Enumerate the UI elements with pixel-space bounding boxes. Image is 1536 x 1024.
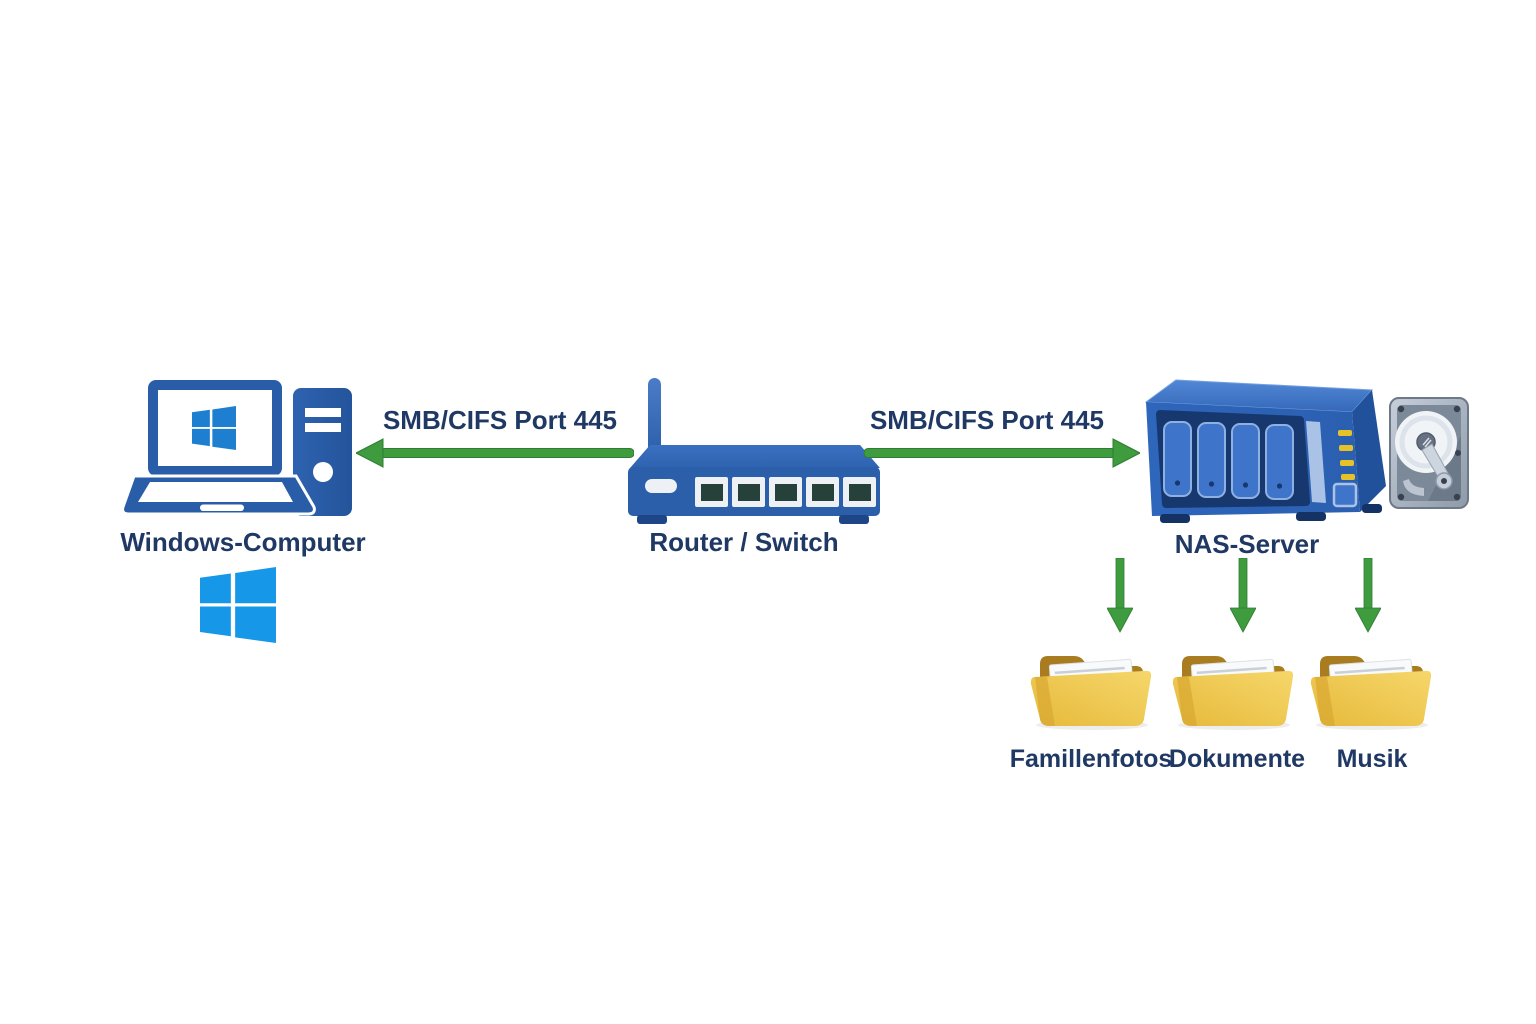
router-foot [839, 515, 869, 524]
laptop-touchpad [200, 504, 244, 511]
laptop-screen [148, 380, 282, 476]
folder-icon [1310, 656, 1432, 730]
folder-icon [1030, 656, 1152, 730]
computer-label: Windows-Computer [120, 527, 366, 557]
arrow-right-icon [864, 438, 1140, 468]
tower-slot [305, 408, 341, 417]
folder-icon [1172, 656, 1294, 730]
nas-light-strip [1306, 421, 1326, 503]
router-icon [628, 378, 880, 524]
windows-logo-icon [200, 567, 276, 643]
ethernet-ports [695, 477, 876, 507]
folder-label-familienfotos: Famillenfotos [1009, 745, 1173, 773]
arrow-down-icon [1107, 558, 1133, 633]
nas-foot [1160, 514, 1190, 523]
hard-drive-icon [1389, 397, 1469, 509]
tower-power-button-icon [313, 462, 333, 482]
nas-foot [1362, 504, 1382, 513]
smb-left-label: SMB/CIFS Port 445 [382, 405, 618, 435]
status-leds [1338, 430, 1355, 480]
folder-label-dokumente: Dokumente [1168, 745, 1306, 773]
windows-logo-on-screen-icon [192, 406, 236, 450]
hdd-lower-detail [1403, 479, 1424, 496]
nas-label: NAS-Server [1174, 529, 1320, 559]
hdd-screws [1397, 405, 1461, 501]
nas-foot [1296, 512, 1326, 521]
laptop-and-tower-icon [121, 380, 352, 516]
router-led-pill [645, 479, 677, 493]
arrow-left-icon [356, 438, 634, 468]
nas-side [1352, 390, 1386, 512]
smb-right-label: SMB/CIFS Port 445 [869, 405, 1105, 435]
folder-label-musik: Musik [1336, 745, 1408, 773]
nas-server-icon [1144, 379, 1386, 523]
nas-power-button-icon [1332, 482, 1358, 508]
router-top [630, 445, 880, 468]
desktop-tower-icon [293, 388, 352, 516]
laptop-base [121, 474, 316, 516]
tower-slot [305, 423, 341, 432]
arrow-down-icon [1230, 558, 1256, 633]
drive-bays [1163, 421, 1294, 500]
router-label: Router / Switch [649, 527, 839, 557]
antenna-icon [648, 378, 661, 460]
arrow-down-icon [1355, 558, 1381, 633]
router-foot [637, 515, 667, 524]
